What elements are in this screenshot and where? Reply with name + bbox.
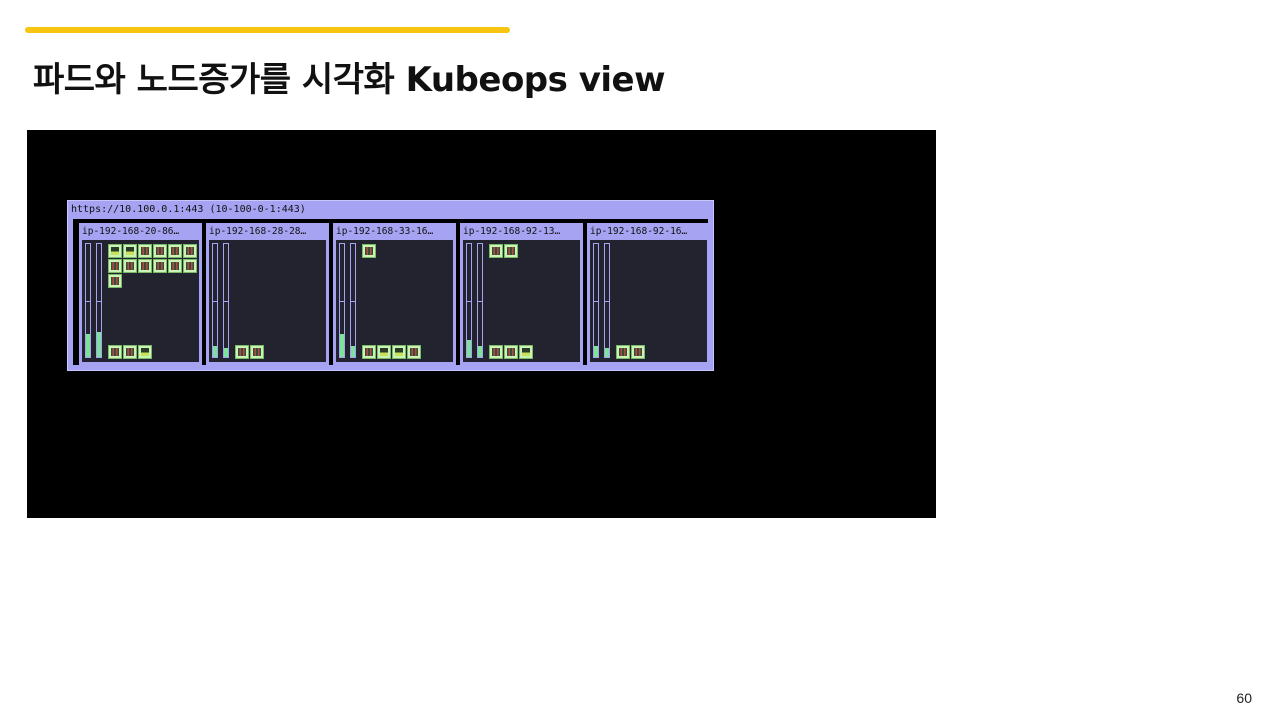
title-accent-bar — [25, 27, 510, 33]
node-name: ip-192-168-33-16… — [336, 226, 434, 237]
node-body — [590, 240, 707, 362]
pod[interactable] — [631, 345, 645, 359]
pod-grid — [489, 244, 581, 258]
system-pod-row — [616, 345, 708, 359]
node-body — [336, 240, 453, 362]
page-number: 60 — [1236, 690, 1252, 706]
system-pod-row — [108, 345, 200, 359]
pod[interactable] — [138, 259, 152, 273]
node-name: ip-192-168-92-16… — [590, 226, 688, 237]
system-pod-row — [362, 345, 454, 359]
pod[interactable] — [168, 244, 182, 258]
pod-grid — [108, 244, 200, 288]
memory-gauge — [223, 243, 229, 358]
pod[interactable] — [250, 345, 264, 359]
pod[interactable] — [616, 345, 630, 359]
pod[interactable] — [183, 259, 197, 273]
pod[interactable] — [108, 244, 122, 258]
pod[interactable] — [123, 259, 137, 273]
pod[interactable] — [168, 259, 182, 273]
pod[interactable] — [362, 345, 376, 359]
pod[interactable] — [362, 244, 376, 258]
pod[interactable] — [377, 345, 391, 359]
pod[interactable] — [138, 345, 152, 359]
node-list: ip-192-168-20-86… — [73, 219, 710, 365]
cpu-gauge — [593, 243, 599, 358]
system-pod-row — [489, 345, 581, 359]
slide-title: 파드와 노드증가를 시각화 Kubeops view — [33, 60, 666, 100]
pod[interactable] — [153, 244, 167, 258]
node-body — [82, 240, 199, 362]
cpu-gauge — [466, 243, 472, 358]
pod[interactable] — [123, 244, 137, 258]
pod[interactable] — [504, 345, 518, 359]
node-card[interactable]: ip-192-168-33-16… — [333, 223, 456, 365]
pod[interactable] — [407, 345, 421, 359]
memory-gauge — [604, 243, 610, 358]
memory-gauge — [96, 243, 102, 358]
cpu-gauge — [85, 243, 91, 358]
pod[interactable] — [153, 259, 167, 273]
pod[interactable] — [108, 345, 122, 359]
pod[interactable] — [489, 345, 503, 359]
cpu-gauge — [339, 243, 345, 358]
pod[interactable] — [489, 244, 503, 258]
system-pod-row — [235, 345, 327, 359]
pod[interactable] — [519, 345, 533, 359]
memory-gauge — [477, 243, 483, 358]
node-card[interactable]: ip-192-168-92-13… — [460, 223, 583, 365]
pod[interactable] — [138, 244, 152, 258]
pod[interactable] — [235, 345, 249, 359]
cluster-label: https://10.100.0.1:443 (10-100-0-1:443) — [71, 204, 306, 215]
node-name: ip-192-168-20-86… — [82, 226, 180, 237]
memory-gauge — [350, 243, 356, 358]
kube-ops-view-screenshot: https://10.100.0.1:443 (10-100-0-1:443) … — [27, 130, 936, 518]
node-card[interactable]: ip-192-168-28-28… — [206, 223, 329, 365]
node-name: ip-192-168-28-28… — [209, 226, 307, 237]
pod[interactable] — [183, 244, 197, 258]
cpu-gauge — [212, 243, 218, 358]
node-name: ip-192-168-92-13… — [463, 226, 561, 237]
node-body — [463, 240, 580, 362]
pod[interactable] — [108, 259, 122, 273]
pod[interactable] — [108, 274, 122, 288]
pod[interactable] — [392, 345, 406, 359]
pod[interactable] — [504, 244, 518, 258]
cluster-panel[interactable]: https://10.100.0.1:443 (10-100-0-1:443) … — [67, 200, 714, 371]
node-body — [209, 240, 326, 362]
node-card[interactable]: ip-192-168-20-86… — [79, 223, 202, 365]
node-card[interactable]: ip-192-168-92-16… — [587, 223, 710, 365]
pod-grid — [362, 244, 454, 258]
pod[interactable] — [123, 345, 137, 359]
